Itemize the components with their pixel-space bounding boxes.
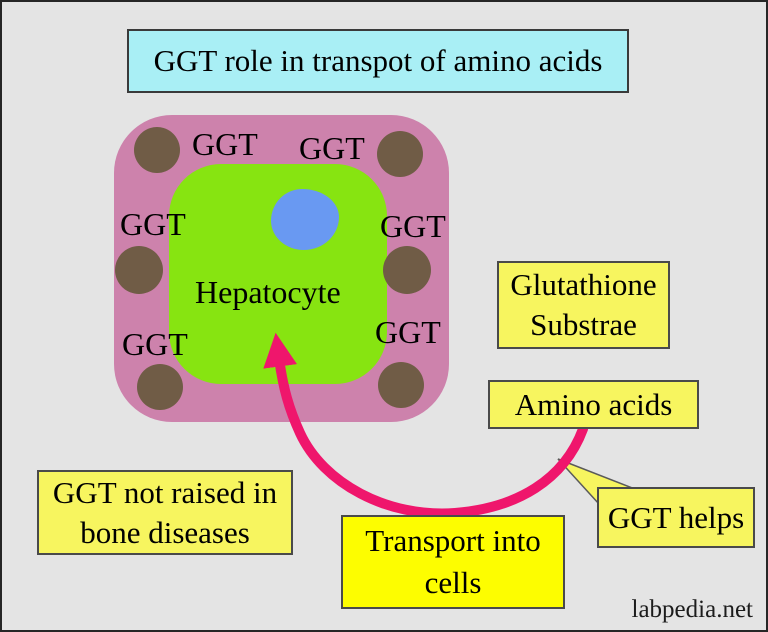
amino-acids-text: Amino acids <box>514 386 673 422</box>
ggt-label-right: GGT <box>380 208 446 244</box>
bone-line1: GGT not raised in <box>52 474 278 510</box>
transport-line1: Transport into <box>365 523 541 558</box>
diagram-title: GGT role in transpot of amino acids <box>127 29 629 93</box>
ggt-enzyme-circle <box>377 131 423 177</box>
ggt-label-bottom-left: GGT <box>122 326 188 362</box>
glutathione-substrate-note: Glutathione Substrae <box>497 261 670 349</box>
glutathione-line1: Glutathione <box>510 267 657 302</box>
watermark-labpedia: labpedia.net <box>631 596 753 623</box>
ggt-enzyme-circle <box>137 364 183 410</box>
hepatocyte-label: Hepatocyte <box>195 274 341 310</box>
ggt-bone-disease-note: GGT not raised in bone diseases <box>37 470 293 555</box>
ggt-enzyme-circle <box>378 362 424 408</box>
ggt-enzyme-circle <box>134 127 180 173</box>
transport-line2: cells <box>424 565 482 600</box>
glutathione-line2: Substrae <box>530 307 637 342</box>
ggt-label-top-middle: GGT <box>299 130 365 166</box>
cell-nucleus <box>271 189 339 250</box>
ggt-helps-note: GGT helps <box>597 487 755 548</box>
bone-line2: bone diseases <box>80 514 250 550</box>
ggt-label-top-left: GGT <box>192 126 258 162</box>
ggt-label-bottom-right: GGT <box>375 314 441 350</box>
ggt-enzyme-circle <box>383 246 431 294</box>
amino-acids-note: Amino acids <box>488 380 699 429</box>
transport-into-cells-note: Transport into cells <box>341 515 565 609</box>
diagram-title-text: GGT role in transpot of amino acids <box>153 43 603 78</box>
ggt-enzyme-circle <box>115 246 163 294</box>
ggt-label-left: GGT <box>120 206 186 242</box>
ggt-helps-text: GGT helps <box>607 499 745 535</box>
